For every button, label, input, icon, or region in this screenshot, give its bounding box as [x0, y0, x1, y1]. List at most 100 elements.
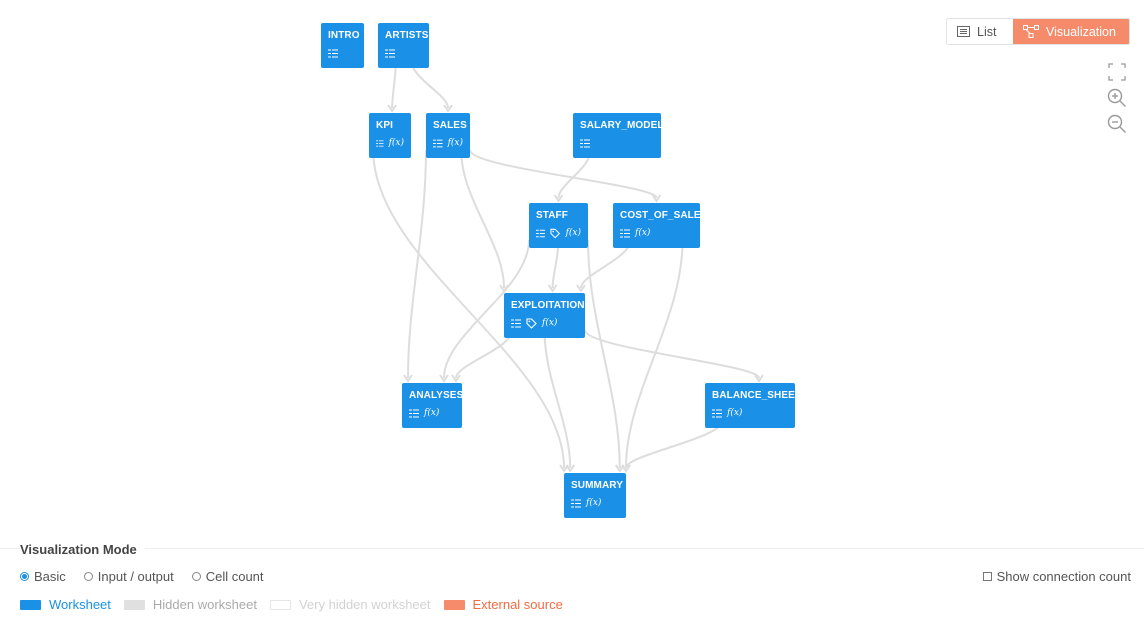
node-salary-model[interactable]: SALARY_MODEL	[573, 113, 664, 158]
zoom-out-icon[interactable]	[1107, 114, 1127, 139]
edge-exploitation-to-balance_sheet	[584, 329, 760, 379]
node-label: INTRO	[328, 30, 360, 41]
table-icon	[580, 139, 590, 148]
node-icons	[328, 48, 357, 59]
legend-swatch	[20, 599, 41, 610]
node-exploitation[interactable]: EXPLOITATION f(x)	[504, 293, 585, 338]
node-summary[interactable]: SUMMARY f(x)	[564, 473, 626, 518]
node-label: EXPLOITATION	[511, 300, 585, 311]
visualization-view-button[interactable]: Visualization	[1013, 19, 1129, 44]
edge-arrowhead	[621, 464, 631, 473]
edge-arrowhead	[576, 284, 586, 293]
node-icons: f(x)	[433, 138, 463, 149]
table-icon	[620, 229, 630, 238]
edge-exploitation-to-summary	[543, 329, 572, 469]
edge-staff-to-summary	[587, 239, 621, 469]
edge-arrowhead	[387, 104, 397, 113]
radio-button[interactable]	[83, 572, 93, 581]
list-view-label: List	[977, 24, 997, 39]
edge-arrowhead	[451, 374, 461, 383]
legend-label: Very hidden worksheet	[298, 597, 431, 612]
node-icons: f(x)	[376, 138, 404, 149]
checkbox[interactable]	[982, 572, 992, 581]
mode-option-label: Cell count	[205, 569, 264, 584]
formula-icon: f(x)	[542, 318, 558, 328]
visualization-view-label: Visualization	[1046, 24, 1116, 39]
legend-label: Worksheet	[49, 597, 111, 612]
legend: Worksheet Hidden worksheet Very hidden w…	[20, 597, 576, 612]
formula-icon: f(x)	[424, 408, 440, 418]
table-icon	[328, 49, 338, 58]
node-balance-sheet[interactable]: BALANCE_SHEET f(x)	[705, 383, 802, 428]
legend-label: Hidden worksheet	[152, 597, 257, 612]
formula-icon: f(x)	[565, 228, 581, 238]
radio-button[interactable]	[20, 572, 29, 581]
formula-icon: f(x)	[388, 138, 404, 148]
node-artists[interactable]: ARTISTS	[378, 23, 429, 68]
node-label: BALANCE_SHEET	[712, 390, 802, 401]
node-staff[interactable]: STAFF f(x)	[529, 203, 588, 248]
edge-kpi-to-summary	[372, 149, 565, 469]
node-label: SUMMARY	[571, 480, 623, 491]
table-icon	[385, 49, 395, 58]
node-analyses[interactable]: ANALYSES f(x)	[402, 383, 464, 428]
edge-arrowhead	[651, 194, 662, 203]
node-label: ARTISTS	[385, 30, 429, 41]
legend-item-worksheet: Worksheet	[20, 597, 111, 612]
edge-arrowhead	[565, 464, 576, 473]
edge-cost_of_sales-to-summary	[625, 239, 684, 469]
node-label: KPI	[376, 120, 393, 131]
visualization-mode-title: Visualization Mode	[20, 542, 145, 557]
node-icons: f(x)	[536, 228, 581, 239]
mode-option-input-output[interactable]: Input / output	[83, 569, 174, 584]
legend-swatch	[443, 599, 465, 610]
mode-options: Basic Input / output Cell count	[20, 569, 264, 584]
show-connection-count-label: Show connection count	[996, 569, 1131, 584]
mode-option-cell-count[interactable]: Cell count	[191, 569, 264, 584]
node-kpi[interactable]: KPI f(x)	[369, 113, 411, 158]
edge-sales-to-cost_of_sales	[469, 149, 658, 199]
edge-sales-to-exploitation	[460, 149, 505, 289]
mode-option-label: Basic	[34, 569, 66, 584]
edge-staff-to-analyses	[443, 239, 530, 379]
edge-arrowhead	[439, 374, 449, 383]
node-label: ANALYSES	[409, 390, 464, 401]
node-sales[interactable]: SALES f(x)	[426, 113, 470, 158]
list-icon	[957, 26, 970, 37]
zoom-in-icon[interactable]	[1107, 88, 1127, 113]
legend-label: External source	[472, 597, 563, 612]
edge-arrowhead	[553, 194, 564, 203]
node-icons: f(x)	[511, 318, 578, 329]
dependency-edges	[372, 59, 764, 473]
node-label: COST_OF_SALES	[620, 210, 708, 221]
table-icon	[409, 409, 419, 418]
diagram-icon	[1023, 25, 1039, 38]
table-icon	[712, 409, 722, 418]
node-label: STAFF	[536, 210, 568, 221]
table-icon	[571, 499, 581, 508]
list-view-button[interactable]: List	[947, 19, 1013, 44]
table-icon	[511, 319, 521, 328]
formula-icon: f(x)	[727, 408, 743, 418]
node-label: SALES	[433, 120, 467, 131]
edge-sales-to-analyses	[407, 149, 427, 379]
node-icons: f(x)	[620, 228, 693, 239]
edge-arrowhead	[443, 104, 453, 113]
node-icons: f(x)	[571, 498, 619, 509]
fullscreen-icon[interactable]	[1108, 63, 1126, 86]
mode-option-basic[interactable]: Basic	[20, 569, 66, 584]
edge-arrowhead	[403, 374, 413, 383]
node-intro[interactable]: INTRO	[321, 23, 364, 68]
panel-divider	[0, 548, 1144, 549]
legend-item-hidden-worksheet: Hidden worksheet	[123, 597, 257, 612]
node-cost-of-sales[interactable]: COST_OF_SALES f(x)	[613, 203, 708, 248]
table-icon	[536, 229, 546, 238]
tag-icon	[550, 228, 561, 239]
legend-swatch	[269, 599, 291, 610]
show-connection-count-toggle[interactable]: Show connection count	[982, 569, 1131, 584]
radio-button[interactable]	[191, 572, 201, 581]
table-icon	[376, 140, 384, 147]
node-icons: f(x)	[409, 408, 455, 419]
edge-arrowhead	[547, 284, 558, 293]
legend-item-external-source: External source	[443, 597, 563, 612]
